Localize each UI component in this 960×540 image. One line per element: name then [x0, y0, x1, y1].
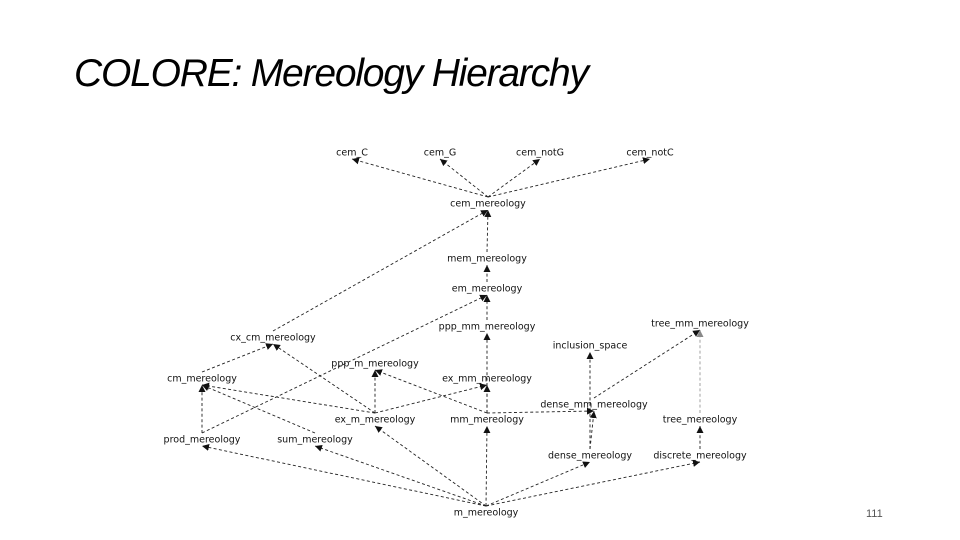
node-sum-mereology: sum_mereology [277, 435, 353, 446]
edge-dense-mereology-to-dense-mm-mereology [589, 410, 597, 450]
edge-cm-mereology-to-cx-cm-mereology [201, 343, 274, 373]
node-ex-mm-mereology: ex_mm_mereology [442, 374, 532, 385]
node-dense-mm-mereology: dense_mm_mereology [540, 400, 648, 411]
node-cx-cm-mereology: cx_cm_mereology [230, 333, 316, 344]
node-prod-mereology: prod_mereology [164, 435, 241, 446]
edge-ex-m-mereology-to-cx-cm-mereology [272, 343, 376, 414]
edge-m-mereology-to-prod-mereology [201, 444, 487, 507]
edge-ex-m-mereology-to-cm-mereology [201, 382, 376, 414]
edge-mem-mereology-to-cem-mereology [484, 209, 492, 253]
edge-mm-mereology-to-ppp-m-mereology [374, 369, 488, 414]
edge-m-mereology-to-mm-mereology [483, 425, 491, 507]
edge-cem-mereology-to-cem-notc [487, 157, 651, 198]
edge-dense-mm-mereology-to-tree-mm-mereology [593, 329, 701, 399]
edge-m-mereology-to-ex-m-mereology [374, 425, 487, 507]
node-ppp-mm-mereology: ppp_mm_mereology [439, 322, 536, 333]
edge-ex-m-mereology-to-ex-mm-mereology [374, 383, 488, 414]
edge-cem-mereology-to-cem-g [439, 158, 489, 198]
node-cm-mereology: cm_mereology [167, 374, 237, 385]
edge-sum-mereology-to-cm-mereology [201, 384, 316, 434]
page-number: 111 [866, 508, 883, 520]
edge-m-mereology-to-dense-mereology [485, 461, 591, 507]
node-tree-mereology: tree_mereology [663, 415, 738, 426]
edge-m-mereology-to-discrete-mereology [485, 459, 701, 507]
node-cem-notc: cem_notC [626, 148, 674, 159]
node-inclusion-space: inclusion_space [553, 341, 628, 352]
node-mm-mereology: mm_mereology [450, 415, 524, 426]
edge-cx-cm-mereology-to-cem-mereology [272, 209, 489, 332]
edge-m-mereology-to-sum-mereology [314, 445, 487, 507]
node-dense-mereology: dense_mereology [548, 451, 632, 462]
node-ex-m-mereology: ex_m_mereology [335, 415, 416, 426]
node-ppp-m-mereology: ppp_m_mereology [331, 359, 419, 370]
node-em-mereology: em_mereology [452, 284, 523, 295]
node-cem-c: cem_C [336, 148, 368, 159]
edge-mm-mereology-to-dense-mm-mereology [486, 407, 595, 415]
node-cem-g: cem_G [424, 148, 456, 159]
slide-title: COLORE: Mereology Hierarchy [74, 52, 589, 95]
edges-layer [198, 157, 704, 507]
edge-cem-mereology-to-cem-notg [487, 158, 541, 198]
node-discrete-mereology: discrete_mereology [653, 451, 747, 462]
edge-cem-mereology-to-cem-c [351, 157, 489, 198]
node-mem-mereology: mem_mereology [447, 254, 527, 265]
nodes-layer: cem_C cem_G cem_notG cem_notC cem_mereologym… [164, 148, 750, 519]
node-m-mereology: m_mereology [454, 508, 519, 519]
node-cem-mereology: cem_mereology [450, 199, 526, 210]
node-cem-notg: cem_notG [516, 148, 564, 159]
node-tree-mm-mereology: tree_mm_mereology [651, 319, 749, 330]
edge-prod-mereology-to-em-mereology [201, 294, 488, 434]
